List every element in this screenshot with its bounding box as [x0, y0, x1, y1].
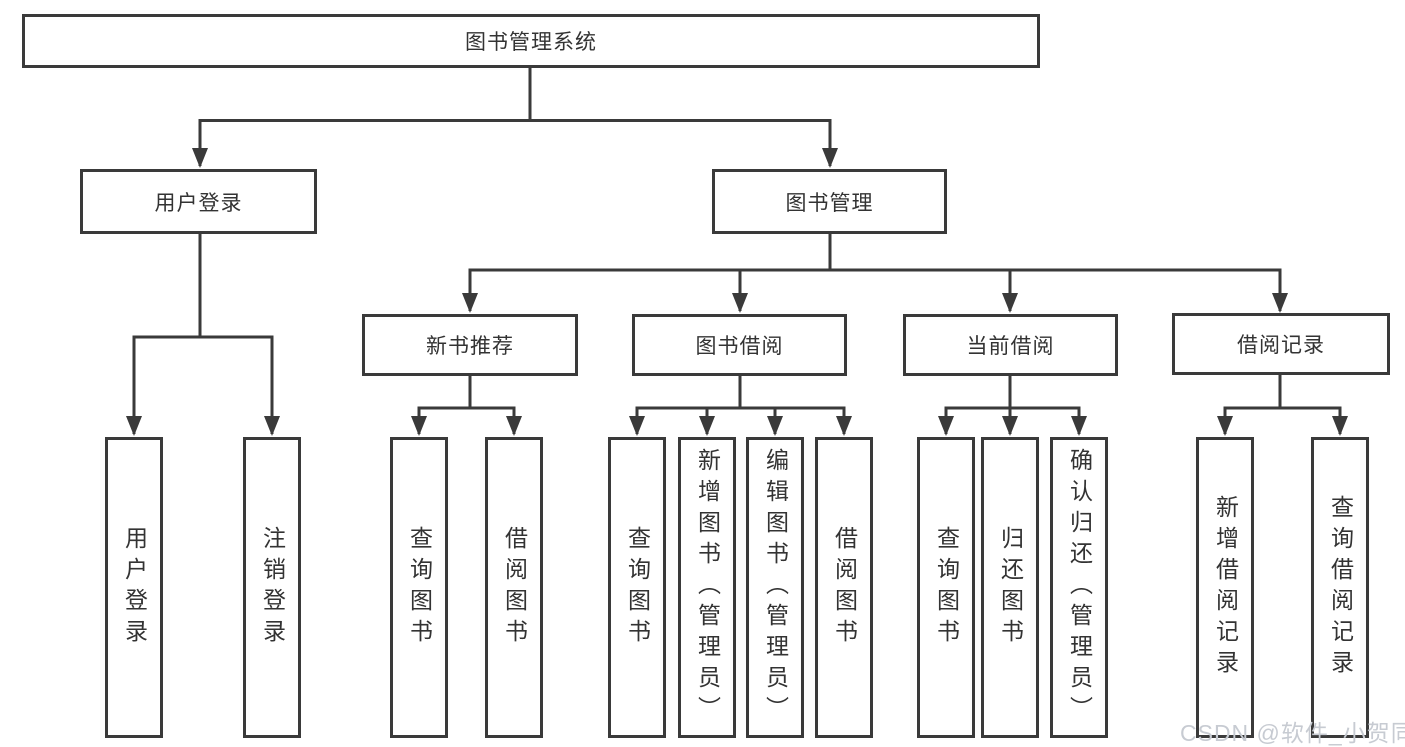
csdn-watermark: CSDN @软件_小贺同学 — [1180, 720, 1405, 746]
leaf-logout: 注销登录 — [243, 437, 301, 738]
leaf-query-books-current: 查询图书 — [917, 437, 975, 738]
leaf-user-login: 用户登录 — [105, 437, 163, 738]
leaf-return-books: 归还图书 — [981, 437, 1039, 738]
leaf-borrow-books-recommend: 借阅图书 — [485, 437, 543, 738]
leaf-add-books-admin: 新增图书（管理员） — [678, 437, 736, 738]
node-new-book-recommend: 新书推荐 — [362, 314, 578, 376]
leaf-query-borrow-record: 查询借阅记录 — [1311, 437, 1369, 738]
node-book-borrow: 图书借阅 — [632, 314, 847, 376]
leaf-query-books-borrow: 查询图书 — [608, 437, 666, 738]
leaf-edit-books-admin: 编辑图书（管理员） — [746, 437, 804, 738]
node-root-system: 图书管理系统 — [22, 14, 1040, 68]
leaf-add-borrow-record: 新增借阅记录 — [1196, 437, 1254, 738]
node-book-management-branch: 图书管理 — [712, 169, 947, 234]
leaf-borrow-books: 借阅图书 — [815, 437, 873, 738]
node-current-borrow: 当前借阅 — [903, 314, 1118, 376]
node-user-login-branch: 用户登录 — [80, 169, 317, 234]
node-borrow-records: 借阅记录 — [1172, 313, 1390, 375]
leaf-query-books-recommend: 查询图书 — [390, 437, 448, 738]
leaf-confirm-return-admin: 确认归还（管理员） — [1050, 437, 1108, 738]
